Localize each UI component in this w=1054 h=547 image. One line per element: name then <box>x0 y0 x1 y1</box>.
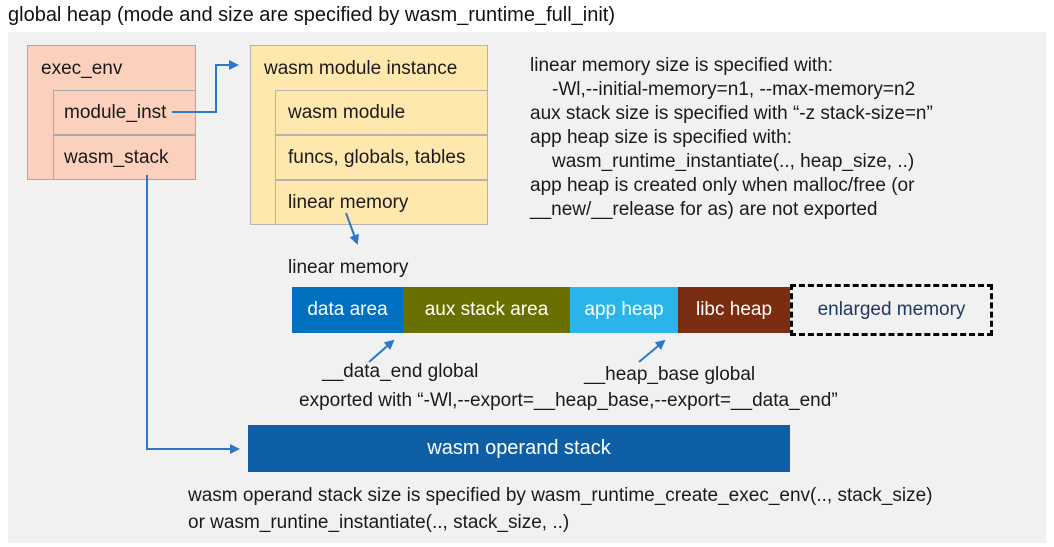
module-instance-row-wasm-module: wasm module <box>275 90 488 135</box>
note-line: -Wl,--initial-memory=n1, --max-memory=n2 <box>552 79 916 100</box>
memory-segment-enlarged-memory: enlarged memory <box>790 284 993 336</box>
note-line: or wasm_runtine_instantiate(.., stack_si… <box>188 512 570 533</box>
exec-env-row-wasm-stack: wasm_stack <box>53 135 196 180</box>
linear-memory-label: linear memory <box>288 257 409 278</box>
note-line: app heap size is specified with: <box>530 127 792 148</box>
memory-segment-app-heap: app heap <box>570 287 678 333</box>
memory-size-notes: linear memory size is specified with: -W… <box>530 54 1046 222</box>
diagram-title: global heap (mode and size are specified… <box>8 4 615 26</box>
module-instance-header: wasm module instance <box>264 58 458 79</box>
module-instance-row-linear-memory: linear memory <box>275 180 488 225</box>
exec-env-row-module-inst: module_inst <box>53 90 196 135</box>
note-line: aux stack size is specified with “-z sta… <box>530 103 933 124</box>
memory-segment-libc-heap: libc heap <box>678 287 790 333</box>
wasm-operand-stack-bar: wasm operand stack <box>248 425 790 472</box>
heap-base-global-label: __heap_base global <box>584 364 756 385</box>
note-line: wasm_runtime_instantiate(.., heap_size, … <box>552 151 915 172</box>
note-line: linear memory size is specified with: <box>530 55 834 76</box>
note-line: wasm operand stack size is specified by … <box>188 485 933 506</box>
memory-segment-data-area: data area <box>292 287 403 333</box>
note-line: app heap is created only when malloc/fre… <box>530 175 915 196</box>
exported-with-label: exported with “-Wl,--export=__heap_base,… <box>299 390 838 411</box>
note-line: __new/__release for as) are not exported <box>530 199 878 220</box>
data-end-global-label: __data_end global <box>322 361 479 382</box>
memory-segment-aux-stack-area: aux stack area <box>403 287 570 333</box>
exec-env-header: exec_env <box>41 58 123 79</box>
module-instance-row-funcs-globals-tables: funcs, globals, tables <box>275 135 488 180</box>
operand-stack-notes: wasm operand stack size is specified by … <box>188 482 933 536</box>
